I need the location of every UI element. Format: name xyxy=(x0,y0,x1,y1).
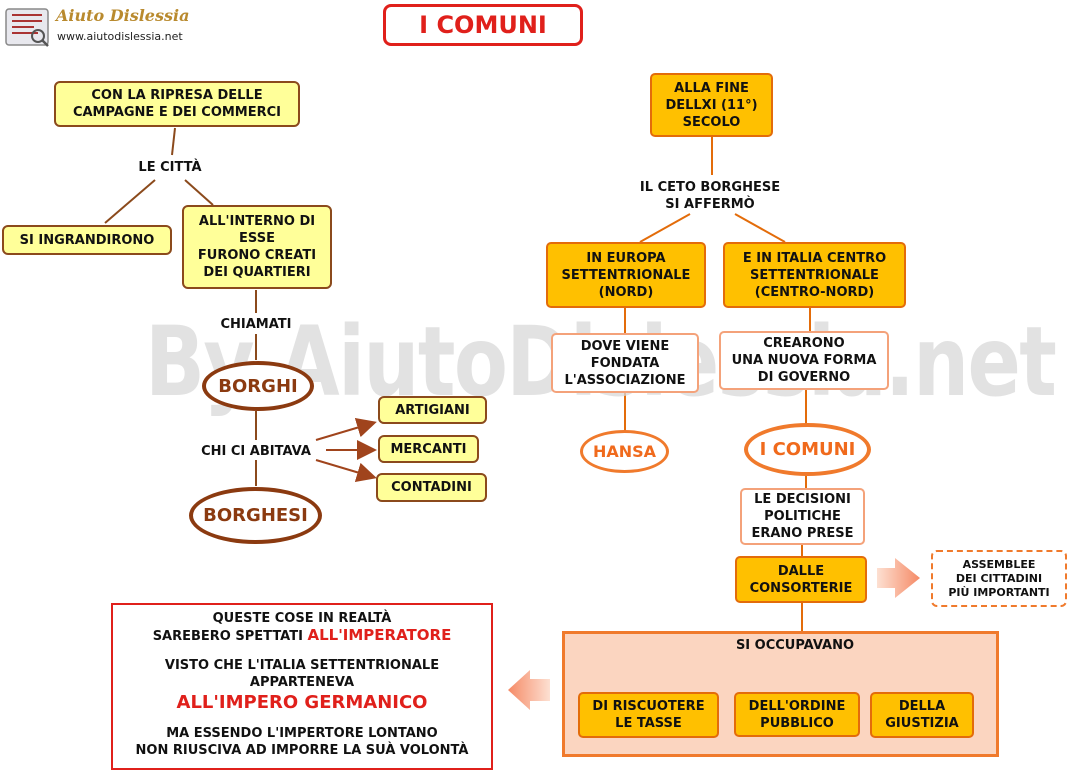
new-form-box: CREARONO UNA NUOVA FORMA DI GOVERNO xyxy=(719,331,889,390)
note-line3: VISTO CHE L'ITALIA SETTENTRIONALE APPART… xyxy=(164,658,440,690)
borghesi-ellipse: BORGHESI xyxy=(189,487,322,544)
note-line5: MA ESSENDO L'IMPERTORE LONTANO NON RIUSC… xyxy=(135,726,469,758)
left-arrow-shape xyxy=(508,670,550,710)
dealt-with-label: SI OCCUPAVANO xyxy=(735,638,855,653)
assemblies-box: ASSEMBLEE DEI CITTADINI PIÙ IMPORTANTI xyxy=(931,550,1067,607)
logo-url: www.aiutodislessia.net xyxy=(57,30,183,43)
start-box: CON LA RIPRESA DELLE CAMPAGNE E DEI COMM… xyxy=(54,81,300,127)
north-europe-box: IN EUROPA SETTENTRIONALE (NORD) xyxy=(546,242,706,308)
note-empire: ALL'IMPERO GERMANICO xyxy=(176,692,428,713)
borghi-ellipse: BORGHI xyxy=(202,361,314,411)
who-lived-label: CHI CI ABITAVA xyxy=(201,444,311,459)
called-label: CHIAMATI xyxy=(220,317,292,332)
logo-text: Aiuto Dislessia xyxy=(56,6,190,25)
hansa-ellipse: HANSA xyxy=(580,430,669,473)
inhabitant-artigiani: ARTIGIANI xyxy=(378,396,487,424)
note-line2: SAREBERO SPETTATI ALL'IMPERATORE xyxy=(113,627,491,645)
inhabitant-mercanti: MERCANTI xyxy=(378,435,479,463)
bourgeois-label: IL CETO BORGHESE SI AFFERMÒ xyxy=(639,180,781,212)
duty-taxes: DI RISCUOTERE LE TASSE xyxy=(578,692,719,738)
grew-box: SI INGRANDIRONO xyxy=(2,225,172,255)
inhabitant-contadini: CONTADINI xyxy=(376,473,487,502)
decisions-box: LE DECISIONI POLITICHE ERANO PRESE xyxy=(740,488,865,545)
note-box: QUESTE COSE IN REALTÀ SAREBERO SPETTATI … xyxy=(111,603,493,770)
note-line1: QUESTE COSE IN REALTÀ xyxy=(212,611,392,626)
duty-justice: DELLA GIUSTIZIA xyxy=(870,692,974,738)
logo[interactable]: Aiuto Dislessia www.aiutodislessia.net xyxy=(2,3,190,49)
inside-box: ALL'INTERNO DI ESSE FURONO CREATI DEI QU… xyxy=(182,205,332,289)
italy-box: E IN ITALIA CENTRO SETTENTRIONALE (CENTR… xyxy=(723,242,906,308)
cities-label: LE CITTÀ xyxy=(138,160,202,175)
association-box: DOVE VIENE FONDATA L'ASSOCIAZIONE xyxy=(551,333,699,393)
note-emperor: ALL'IMPERATORE xyxy=(307,626,452,644)
page-title: I COMUNI xyxy=(383,4,583,46)
right-arrow-shape xyxy=(877,558,920,598)
comuni-ellipse: I COMUNI xyxy=(744,423,871,476)
duty-order: DELL'ORDINE PUBBLICO xyxy=(734,692,860,737)
end-century-box: ALLA FINE DELLXI (11°) SECOLO xyxy=(650,73,773,137)
book-icon xyxy=(5,8,49,47)
note-line2-text: SAREBERO SPETTATI xyxy=(152,629,308,644)
consorterie-box: DALLE CONSORTERIE xyxy=(735,556,867,603)
